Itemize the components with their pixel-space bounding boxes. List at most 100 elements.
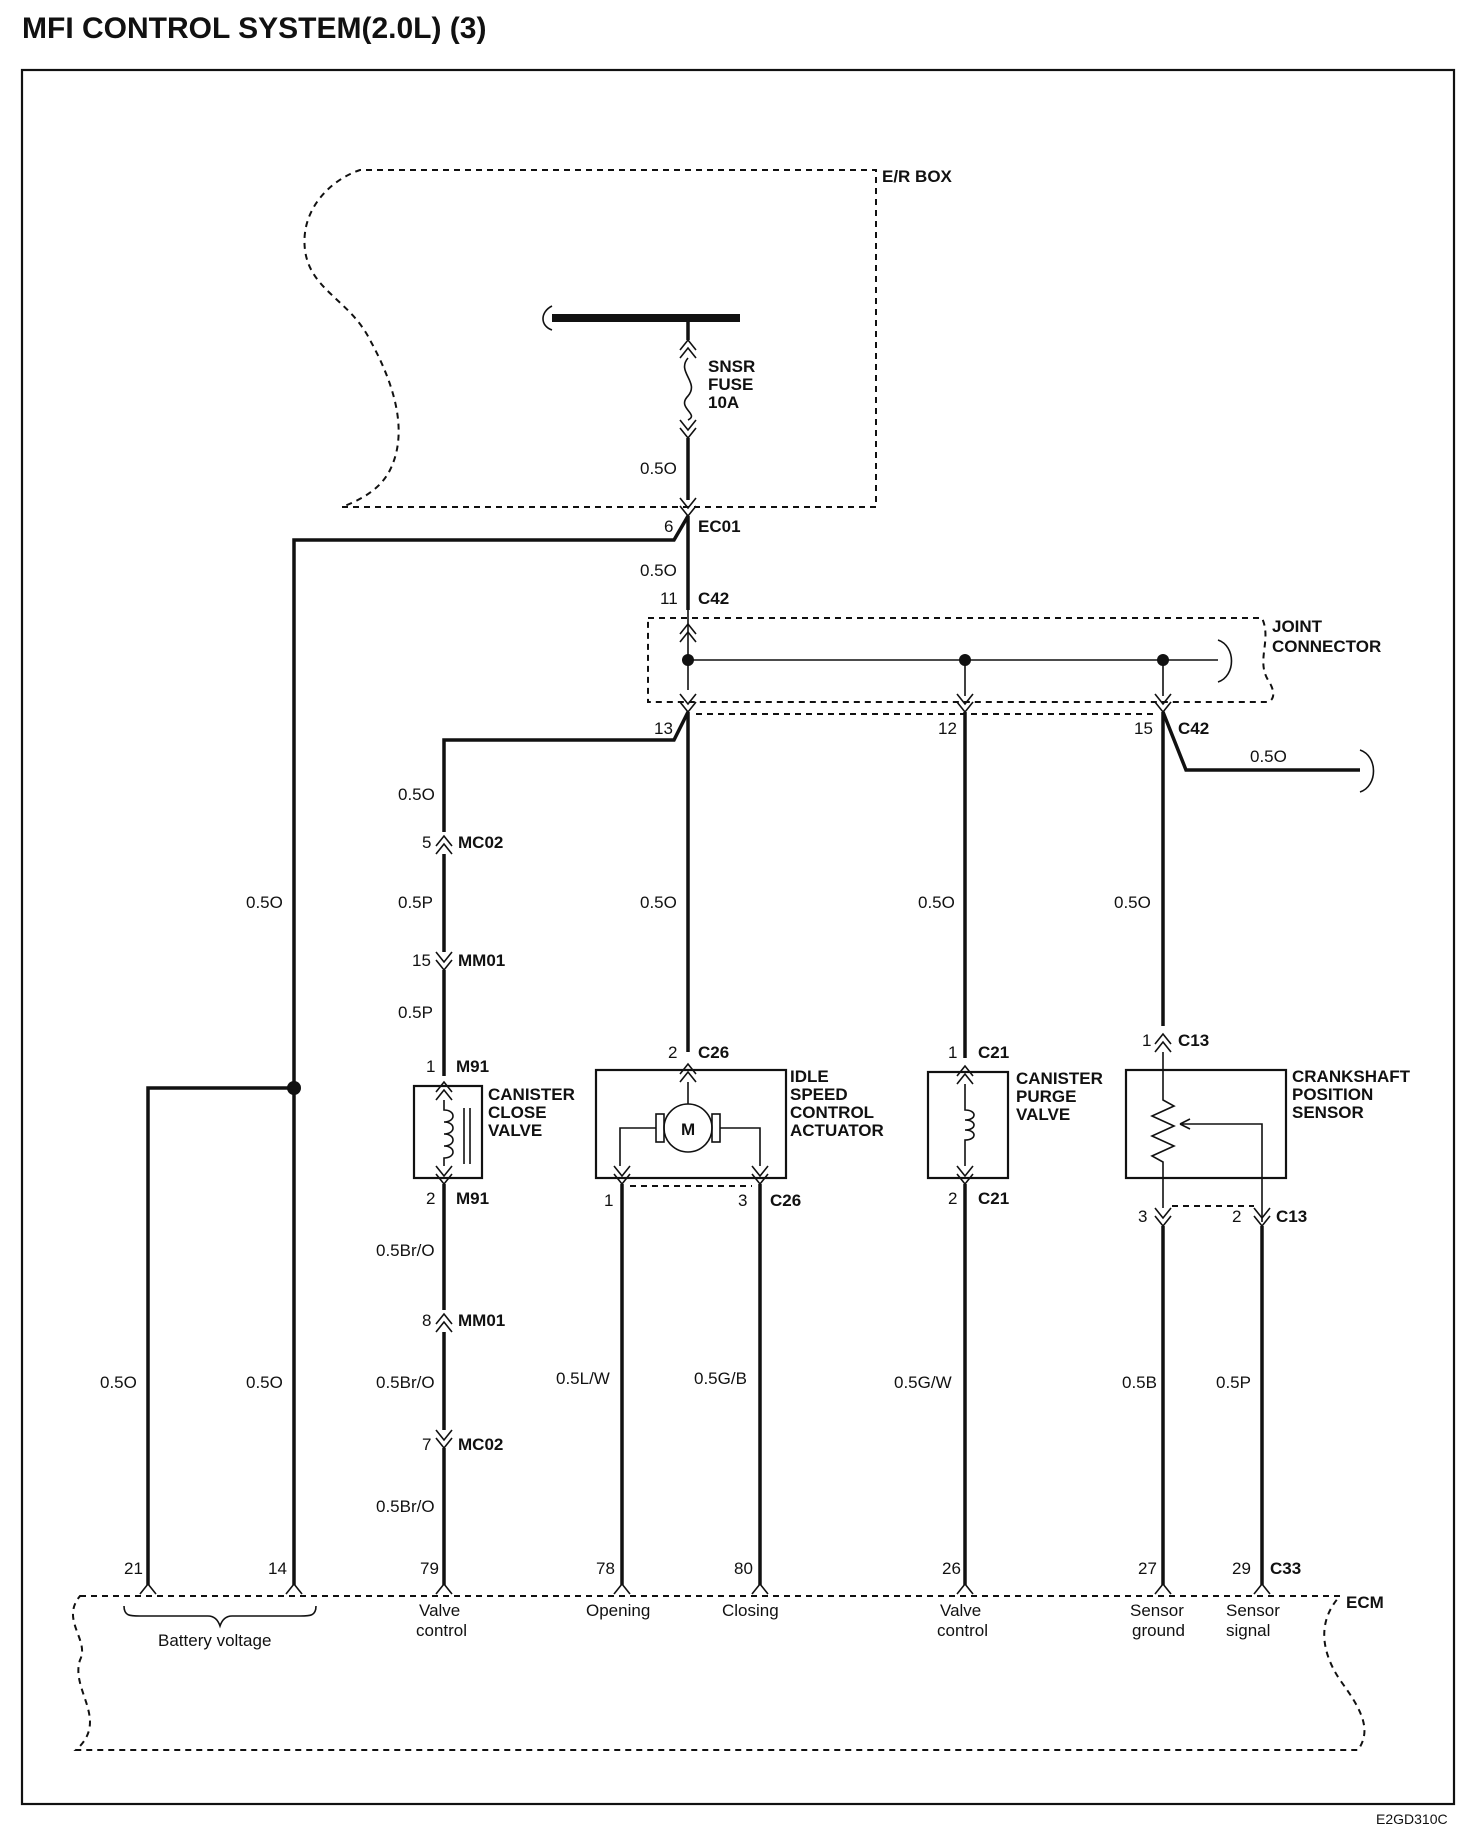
mc02-label-b: MC02: [458, 1435, 503, 1454]
c33-label: C33: [1270, 1559, 1301, 1578]
motor-brush-right: [711, 1113, 721, 1143]
ecm-terminal-21: [139, 1582, 157, 1595]
page-title: MFI CONTROL SYSTEM(2.0L) (3): [22, 12, 486, 45]
c13-pin-1: 1: [1142, 1031, 1151, 1050]
c13-pin-2: 2: [1232, 1207, 1241, 1226]
fuse-terminal-top: [679, 338, 697, 359]
c13-pin-3: 3: [1138, 1207, 1147, 1226]
c26-label-top: C26: [698, 1043, 729, 1062]
canister-close-valve-label-3: VALVE: [488, 1121, 542, 1140]
m91-pin-2: 2: [426, 1189, 435, 1208]
c21-pin-1: 1: [948, 1043, 957, 1062]
c26-pin-3: 3: [738, 1191, 747, 1210]
purge-coil-icon: [964, 1084, 975, 1166]
er-box-outline: [303, 169, 877, 508]
c26-connector-2: [679, 1062, 697, 1083]
c21-pin-2: 2: [948, 1189, 957, 1208]
mm01-pin-a: 15: [412, 951, 431, 970]
ckp-label-1: CRANKSHAFT: [1292, 1067, 1411, 1086]
c21-label-bottom: C21: [978, 1189, 1009, 1208]
wire-label-valve-p2: 0.5P: [398, 1003, 433, 1022]
joint-bus-break: [1217, 639, 1233, 683]
c13-label-top: C13: [1178, 1031, 1209, 1050]
m91-connector-1: [435, 1080, 453, 1101]
c26-connector-3: [751, 1165, 769, 1186]
wire-label-ec01-c42: 0.5O: [640, 561, 677, 580]
ecm-outline: [72, 1595, 1366, 1751]
m91-label-2: M91: [456, 1189, 489, 1208]
ecm-pin-29: 29: [1232, 1559, 1251, 1578]
ecm-sensor-signal-line1: Sensor: [1226, 1601, 1280, 1620]
ecm-terminal-79: [435, 1582, 453, 1595]
canister-close-valve-label-2: CLOSE: [488, 1103, 547, 1122]
c42-out-pin-2: 12: [938, 719, 957, 738]
wire-right-break: [1359, 749, 1375, 793]
wire-c42-to-valve: [442, 711, 690, 832]
c42-in-pin: 11: [660, 589, 678, 608]
c26-pin-1: 1: [604, 1191, 613, 1210]
valve-coil-icon: [443, 1100, 471, 1166]
wire-label-ckp-gnd: 0.5B: [1122, 1373, 1157, 1392]
ecm-pin-21: 21: [124, 1559, 143, 1578]
isc-label-1: IDLE: [790, 1067, 829, 1086]
isc-actuator-box: [594, 1068, 788, 1180]
m91-connector-2: [435, 1165, 453, 1186]
mm01-pin-b: 8: [422, 1311, 431, 1330]
fuse-terminal-bottom: [679, 419, 697, 440]
motor-label: M: [681, 1120, 695, 1139]
c42-out-connector-2: [956, 693, 974, 714]
ecm-opening-label: Opening: [586, 1601, 650, 1620]
ecm-sensor-ground-line1: Sensor: [1130, 1601, 1184, 1620]
battery-voltage-label: Battery voltage: [158, 1631, 271, 1650]
ec01-connector: [679, 497, 697, 518]
mm01-label-a: MM01: [458, 951, 505, 970]
ecm-terminal-14: [285, 1582, 303, 1595]
c42-out-pin-1: 13: [654, 719, 673, 738]
joint-connector-label-2: CONNECTOR: [1272, 637, 1381, 656]
crankshaft-sensor-box: [1124, 1068, 1288, 1180]
ckp-label-3: SENSOR: [1292, 1103, 1364, 1122]
c26-label-bottom: C26: [770, 1191, 801, 1210]
mm01-connector-b: [435, 1312, 453, 1333]
ecm-pin-14: 14: [268, 1559, 287, 1578]
isc-winding-right: [720, 1127, 761, 1166]
ecm-valve-control-2-line2: control: [937, 1621, 988, 1640]
bus-bar-break: [542, 305, 553, 331]
isc-label-3: CONTROL: [790, 1103, 874, 1122]
wire-label-isc-open: 0.5L/W: [556, 1369, 610, 1388]
c42-out-label: C42: [1178, 719, 1209, 738]
purge-valve-label-1: CANISTER: [1016, 1069, 1103, 1088]
c21-connector-1: [956, 1064, 974, 1085]
figure-id: E2GD310C: [1376, 1811, 1448, 1827]
wire-left-outer: [146, 1086, 294, 1585]
wire-label-valve-br1: 0.5Br/O: [376, 1241, 435, 1260]
ecm-valve-control-2-line1: Valve: [940, 1601, 981, 1620]
ckp-label-2: POSITION: [1292, 1085, 1373, 1104]
wire-label-valve-p1: 0.5P: [398, 893, 433, 912]
joint-splice-1: [682, 654, 694, 666]
purge-valve-label-3: VALVE: [1016, 1105, 1070, 1124]
wire-label-ckp-feed: 0.5O: [1114, 893, 1151, 912]
m91-pin-1: 1: [426, 1057, 435, 1076]
wire-c42-right: [1161, 711, 1360, 772]
wire-label-valve-br2: 0.5Br/O: [376, 1373, 435, 1392]
wire-label-valve-br3: 0.5Br/O: [376, 1497, 435, 1516]
wire-label-fuse-out: 0.5O: [640, 459, 677, 478]
canister-close-valve-label-1: CANISTER: [488, 1085, 575, 1104]
wire-label-left-upper: 0.5O: [246, 893, 283, 912]
mc02-connector-a: [435, 834, 453, 855]
canister-purge-valve-box: [926, 1070, 1010, 1180]
ecm-valve-control-1-line2: control: [416, 1621, 467, 1640]
c13-connector-3: [1154, 1207, 1172, 1228]
motor-brush-left: [655, 1113, 665, 1143]
m91-label-1: M91: [456, 1057, 489, 1076]
ecm-label: ECM: [1346, 1593, 1384, 1612]
ecm-pin-27: 27: [1138, 1559, 1157, 1578]
fuse-label-line2: FUSE: [708, 375, 753, 394]
c13-connector-1: [1154, 1032, 1172, 1053]
battery-voltage-brace: [123, 1605, 317, 1629]
wire-label-isc-feed: 0.5O: [640, 893, 677, 912]
wire-label-valve-top: 0.5O: [398, 785, 435, 804]
wire-ec01-to-left: [292, 515, 690, 1585]
